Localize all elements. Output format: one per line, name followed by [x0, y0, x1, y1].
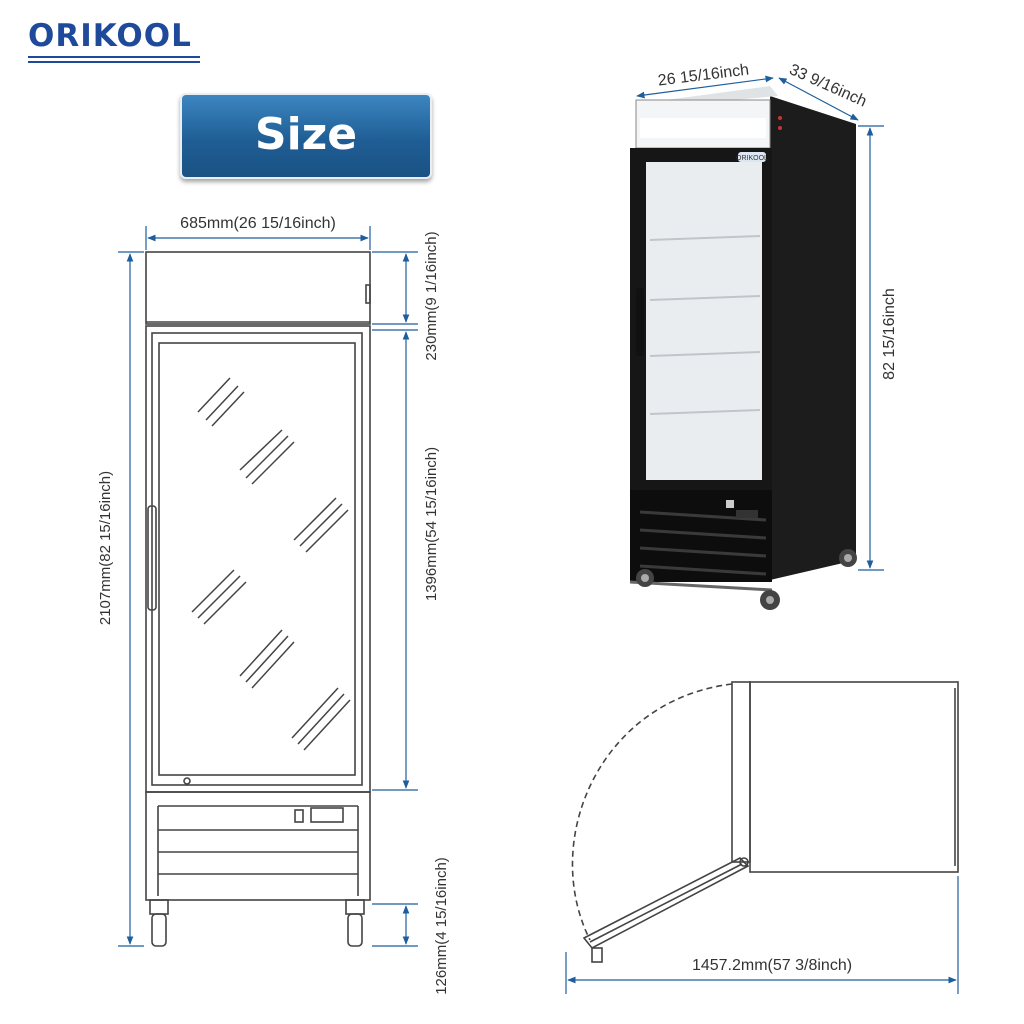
brand-name: ORIKOOL: [28, 18, 192, 54]
brand-underline: [28, 56, 200, 58]
front-view-drawing: [145, 251, 371, 947]
size-badge: Size: [180, 93, 432, 179]
size-badge-label: Size: [254, 109, 358, 160]
top-dimension-lines: [565, 876, 959, 994]
photo-height-label: 82 15/16inch: [881, 288, 898, 380]
product-photo: ORIKOOL: [629, 86, 857, 610]
brand-underline: [28, 61, 200, 63]
base-height-label: 126mm(4 15/16inch): [433, 857, 450, 995]
top-view-drawing: [571, 681, 959, 963]
photo-grille: [639, 510, 767, 576]
brand-logo: ORIKOOL: [28, 18, 200, 63]
front-dimension-lines: [118, 226, 418, 947]
glass-reflection-marks: [191, 377, 351, 751]
header-height-label: 230mm(9 1/16inch): [423, 231, 440, 360]
photo-dimension-lines: [636, 75, 884, 571]
photo-depth-label: 33 9/16inch: [787, 61, 869, 110]
photo-door-logo: ORIKOOL: [736, 155, 768, 162]
photo-width-label: 26 15/16inch: [657, 62, 750, 90]
top-view-depth-label: 1457.2mm(57 3/8inch): [692, 957, 852, 974]
front-height-label: 2107mm(82 15/16inch): [97, 471, 114, 625]
door-height-label: 1396mm(54 15/16inch): [423, 447, 440, 601]
front-width-label: 685mm(26 15/16inch): [180, 215, 336, 232]
photo-shelves: [649, 235, 761, 415]
